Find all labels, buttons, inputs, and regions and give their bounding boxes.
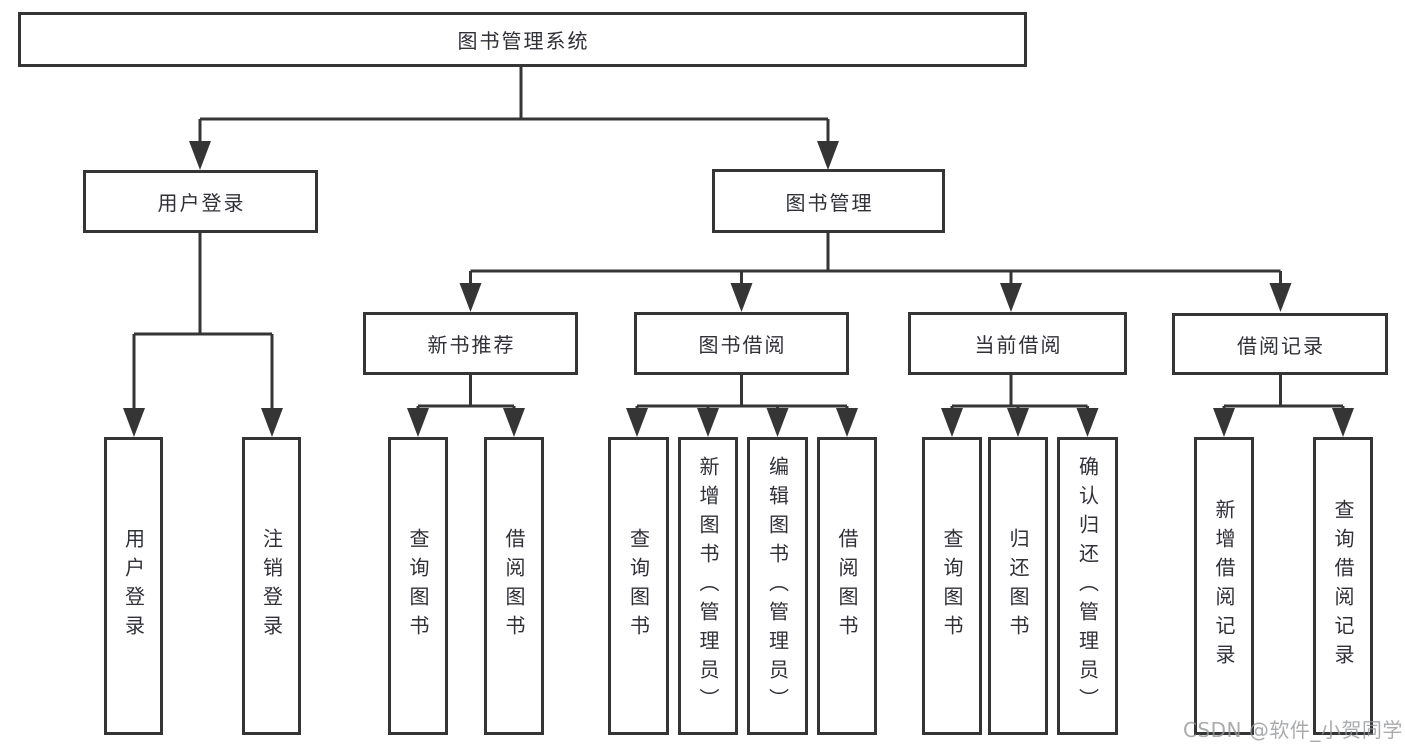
leaf-user-login: 用户登录 [104, 437, 163, 735]
node-user-login: 用户登录 [83, 170, 318, 233]
node-new-book-recommend: 新书推荐 [363, 312, 578, 375]
leaf-borrow-book-borrowing: 借阅图书 [817, 437, 877, 735]
node-current-borrowing: 当前借阅 [908, 312, 1127, 375]
leaf-borrow-book-recommend: 借阅图书 [484, 437, 544, 735]
leaf-logout: 注销登录 [242, 437, 301, 735]
node-borrow-records: 借阅记录 [1172, 313, 1388, 375]
leaf-add-book-admin: 新增图书（管理员） [678, 437, 738, 735]
node-book-management: 图书管理 [712, 169, 945, 233]
leaf-query-borrow-record: 查询借阅记录 [1313, 437, 1373, 735]
leaf-query-book-current: 查询图书 [922, 437, 982, 735]
leaf-add-borrow-record: 新增借阅记录 [1194, 437, 1254, 735]
node-root-system: 图书管理系统 [18, 12, 1027, 67]
csdn-watermark: CSDN @软件_小贺同学 [1183, 718, 1403, 742]
node-book-borrowing: 图书借阅 [634, 312, 849, 375]
leaf-return-book: 归还图书 [988, 437, 1048, 735]
leaf-confirm-return-admin: 确认归还（管理员） [1057, 437, 1118, 735]
leaf-query-book-borrowing: 查询图书 [608, 437, 669, 735]
leaf-query-book-recommend: 查询图书 [388, 437, 448, 735]
leaf-edit-book-admin: 编辑图书（管理员） [747, 437, 808, 735]
